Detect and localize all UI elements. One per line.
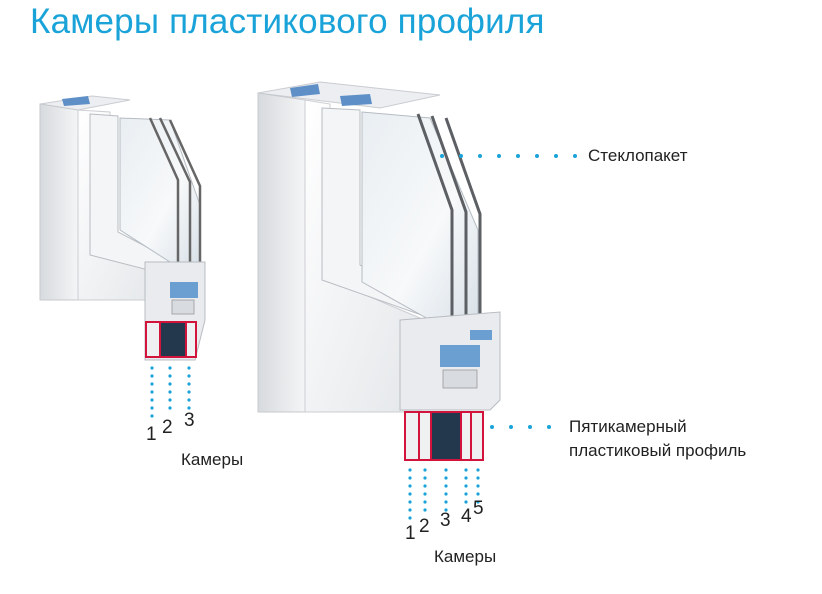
glass-unit-leader [440, 154, 577, 158]
right-chamber-number-2: 2 [419, 516, 430, 537]
right-chamber-number-1: 1 [405, 523, 416, 544]
right-chamber-1 [404, 411, 420, 461]
left-chamber-number-3: 3 [184, 410, 195, 431]
left-chamber-number-2: 2 [162, 417, 173, 438]
right-chambers-label: Камеры [434, 547, 497, 566]
left-chamber-2 [159, 321, 187, 358]
right-chambers [404, 411, 484, 461]
glass-unit-label: Стеклопакет [588, 146, 688, 165]
left-leaders [150, 366, 191, 418]
profile-label-line1: Пятикамерный [569, 417, 687, 436]
right-chamber-3 [430, 411, 462, 461]
right-chamber-4 [460, 411, 472, 461]
left-chamber-3 [185, 321, 197, 358]
left-chamber-1 [145, 321, 161, 358]
right-chamber-2 [418, 411, 432, 461]
left-chamber-number-1: 1 [146, 424, 157, 445]
left-window [39, 95, 206, 361]
left-chambers [145, 321, 197, 358]
right-chamber-number-5: 5 [473, 498, 484, 519]
profile-label-line2: пластиковый профиль [569, 441, 747, 460]
right-chamber-number-3: 3 [440, 510, 451, 531]
right-window [257, 81, 501, 413]
right-leaders [408, 468, 480, 520]
right-chamber-5 [470, 411, 484, 461]
profile-leader [490, 425, 551, 429]
page-title: Камеры пластикового профиля [30, 2, 545, 41]
right-chamber-number-4: 4 [461, 506, 472, 527]
left-chambers-label: Камеры [181, 450, 244, 469]
